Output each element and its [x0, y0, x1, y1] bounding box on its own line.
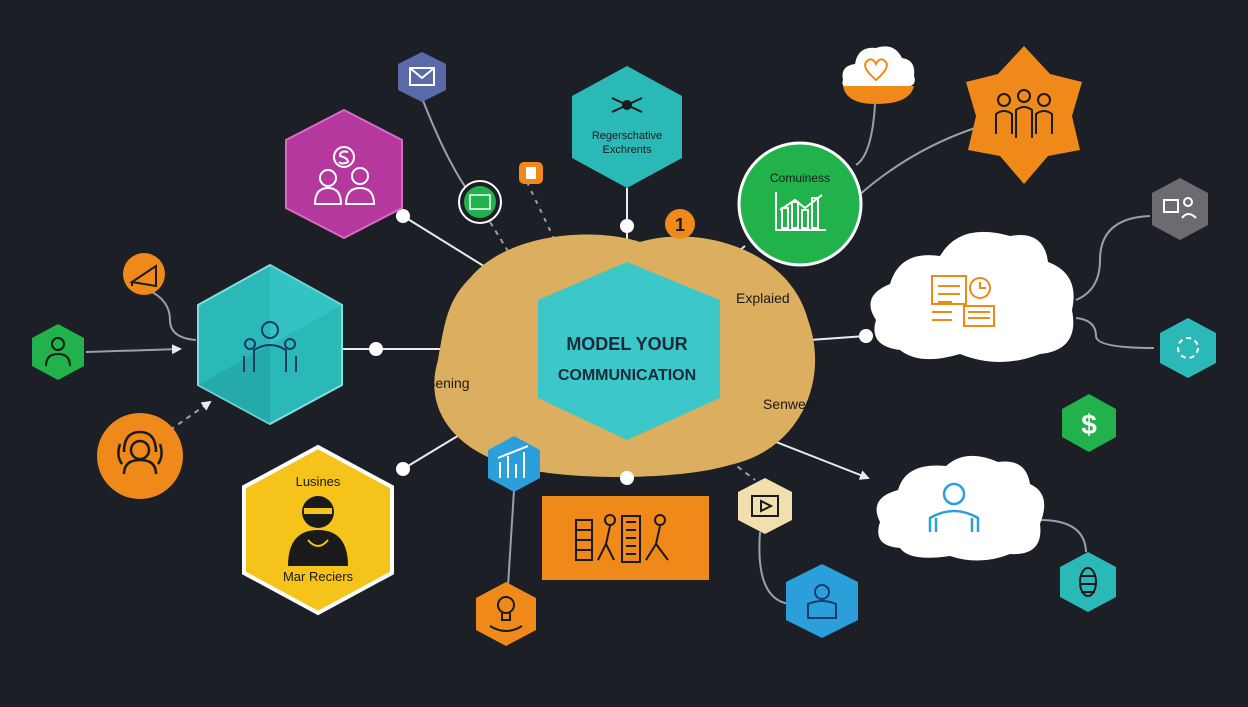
label-sending: Sening — [426, 375, 470, 391]
connector-dots — [369, 209, 873, 485]
grid-icon — [469, 194, 491, 210]
connector-video-person — [758, 531, 791, 605]
video-node[interactable] — [738, 478, 792, 534]
connector-green-person — [85, 344, 182, 355]
connector-mail-dash — [489, 221, 533, 291]
megaphone-icon — [129, 264, 157, 288]
group-icon — [243, 321, 297, 372]
top-hex-line1: Regerschative — [592, 130, 662, 142]
connector-support — [169, 400, 212, 431]
person-icon — [807, 584, 837, 619]
connector-green-team — [857, 127, 976, 197]
support-node[interactable] — [97, 413, 183, 499]
green-circle-node[interactable]: Comuiness — [737, 141, 863, 267]
connector-cloud-bottom — [1039, 519, 1087, 553]
dot-top-hex — [620, 219, 634, 233]
dot-teal-hex — [369, 342, 383, 356]
orange-workflow-panel[interactable] — [542, 496, 709, 580]
dot-bottom — [620, 471, 634, 485]
video-icon — [751, 495, 779, 517]
doc-icon — [526, 167, 536, 179]
dollar-icon: $ — [1081, 409, 1097, 440]
business-title: Lusines — [296, 474, 341, 489]
label-network: Senwerk — [763, 396, 818, 412]
bar-chart-icon — [775, 192, 826, 231]
team-star-node[interactable] — [966, 46, 1082, 184]
megaphone-node[interactable] — [123, 253, 165, 295]
heart-icon — [864, 58, 888, 82]
connector-cloud-right — [1075, 215, 1151, 301]
refresh-icon — [1177, 337, 1199, 359]
connector-megaphone — [147, 289, 197, 341]
docs-cloud-node[interactable] — [870, 231, 1074, 362]
business-hexagon[interactable]: Lusines Mar Reciers — [242, 444, 394, 616]
green-person-node[interactable] — [32, 324, 84, 380]
lightbulb-node[interactable] — [476, 582, 536, 646]
blue-person-node[interactable] — [786, 564, 858, 638]
footprint-icon — [1079, 567, 1097, 597]
lightbulb-icon — [489, 596, 523, 632]
connector-cloud-heart — [855, 103, 876, 166]
blue-chart-node[interactable] — [488, 436, 540, 492]
gray-support-node[interactable] — [1152, 178, 1208, 240]
dot-cloud — [859, 329, 873, 343]
connector-cloud-cycle — [1075, 317, 1155, 349]
growth-chart-icon — [497, 445, 529, 478]
teal-crystal-hexagon[interactable] — [197, 263, 343, 426]
dollar-node[interactable]: $ — [1062, 394, 1116, 452]
support-icon — [117, 430, 163, 475]
dollar-icon — [313, 146, 376, 205]
center-title-line1: MODEL YOUR — [566, 334, 687, 354]
top-hex-line2: Exchrents — [603, 144, 652, 156]
dot-business — [396, 462, 410, 476]
top-teal-hexagon[interactable]: Regerschative Exchrents — [572, 66, 682, 188]
dot-magenta — [396, 209, 410, 223]
cycle-node[interactable] — [1160, 318, 1216, 378]
person-cloud-node[interactable] — [876, 455, 1045, 561]
center-hexagon[interactable] — [538, 262, 720, 440]
footprint-node[interactable] — [1060, 552, 1116, 612]
team-icon — [995, 89, 1053, 138]
envelope-icon — [409, 67, 435, 86]
workflow-icon — [575, 514, 669, 563]
chat-icon — [1163, 197, 1197, 219]
number-badge — [665, 209, 695, 239]
connector-bulb — [507, 489, 515, 587]
heart-cloud-node[interactable] — [842, 46, 915, 104]
number-badge-text: 1 — [675, 215, 685, 235]
small-green-node[interactable] — [458, 180, 502, 224]
center-title-line2: COMMUNICATION — [558, 367, 696, 384]
business-subtitle: Mar Reciers — [283, 569, 354, 584]
person-icon — [45, 337, 71, 367]
label-explained: Explaied — [736, 290, 790, 306]
small-doc-node[interactable] — [519, 162, 543, 184]
mail-node[interactable] — [398, 52, 446, 102]
business-person-icon — [288, 496, 348, 566]
drone-icon — [611, 97, 643, 113]
documents-icon — [931, 275, 995, 327]
person-icon — [928, 482, 980, 532]
magenta-hexagon[interactable] — [285, 108, 403, 240]
green-circle-label: Comuiness — [770, 171, 830, 185]
